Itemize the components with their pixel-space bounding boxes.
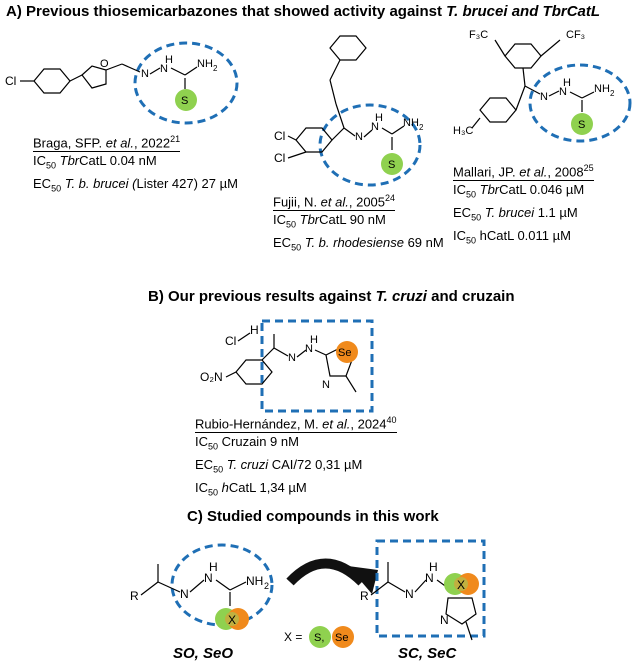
ref-mallari-citation: Mallari, JP. et al., 200825: [453, 160, 594, 182]
svg-text:CF₃: CF₃: [566, 29, 585, 41]
legend-se-circle: [332, 626, 354, 648]
ref-mallari: Mallari, JP. et al., 200825 IC50 TbrCatL…: [453, 160, 594, 249]
ref-braga: Braga, SFP. et al., 202221 IC50 TbrCatL …: [33, 131, 238, 198]
svg-text:2: 2: [264, 581, 269, 591]
sulfur-atom-mallari: [571, 113, 593, 135]
ref-braga-citation: Braga, SFP. et al., 202221: [33, 131, 181, 153]
citation-year: , 2022: [133, 135, 171, 151]
svg-text:N: N: [405, 587, 414, 601]
svg-text:H: H: [563, 77, 571, 89]
sulfur-atom-braga: [175, 89, 197, 111]
section-c-title: C) Studied compounds in this work: [187, 508, 439, 525]
ref-rubio-citation: Rubio-Hernández, M. et al., 202440: [195, 412, 397, 434]
svg-text:S: S: [578, 119, 585, 131]
svg-text:R: R: [130, 589, 139, 603]
selenium-atom-b: [336, 341, 358, 363]
svg-text:Cl: Cl: [225, 334, 236, 348]
svg-text:N: N: [371, 121, 379, 133]
compound-label-so-seo: SO, SeO: [173, 645, 234, 662]
ref-fujii-line1: IC50 TbrCatL 90 nM: [273, 212, 386, 230]
selenazole-motif-box: [260, 319, 374, 413]
ref-mallari-line2: EC50 T. brucei 1.1 µM: [453, 204, 578, 223]
chlorine-atom-braga: Cl: [5, 74, 16, 88]
svg-text:Se: Se: [338, 347, 351, 359]
svg-text:NH: NH: [594, 83, 610, 95]
ref-fujii: Fujii, N. et al., 200524 IC50 TbrCatL 90…: [273, 190, 444, 257]
svg-text:N: N: [559, 86, 567, 98]
svg-text:N: N: [425, 571, 434, 585]
svg-text:N: N: [141, 68, 149, 80]
svg-text:F₃C: F₃C: [469, 29, 488, 41]
svg-text:R: R: [360, 589, 369, 603]
svg-text:NH: NH: [197, 58, 213, 70]
svg-text:N: N: [322, 379, 330, 391]
section-a-title: A) Previous thiosemicarbazones that show…: [6, 3, 600, 20]
citation-etal: et al.: [105, 135, 134, 151]
svg-text:N: N: [204, 571, 213, 585]
citation-text: Braga, SFP.: [33, 135, 106, 151]
citation-ref: 21: [170, 134, 181, 144]
furan-oxygen: O: [100, 58, 109, 70]
svg-text:N: N: [305, 343, 313, 355]
transformation-arrow: [286, 558, 366, 586]
ref-rubio: Rubio-Hernández, M. et al., 202440 IC50 …: [195, 412, 397, 501]
section-a-title-text: A) Previous thiosemicarbazones that show…: [6, 3, 447, 20]
section-a-title-italic: T. brucei and TbrCatL: [446, 3, 601, 20]
ref-mallari-line3: IC50 hCatL 0.011 µM: [453, 227, 571, 246]
ts-motif-ellipse-fujii: [318, 103, 422, 187]
svg-text:X: X: [457, 578, 465, 592]
svg-text:N: N: [440, 613, 449, 627]
svg-text:H: H: [375, 112, 383, 124]
svg-text:S: S: [388, 159, 395, 171]
heterocycle-motif-box: [375, 539, 486, 638]
svg-text:O₂N: O₂N: [200, 370, 223, 384]
svg-text:H: H: [209, 560, 218, 574]
svg-text:N: N: [180, 587, 189, 601]
svg-text:H₃C: H₃C: [453, 125, 473, 137]
svg-text:H: H: [310, 334, 318, 346]
svg-text:X =: X =: [284, 630, 302, 644]
svg-text:N: N: [540, 91, 548, 103]
svg-text:X: X: [228, 613, 236, 627]
sulfur-atom-fujii: [381, 153, 403, 175]
furan-ring-braga: [81, 65, 107, 89]
svg-text:H: H: [165, 54, 173, 66]
ref-braga-line2: EC50 T. b. brucei (Lister 427) 27 µM: [33, 175, 238, 194]
compound-label-sc-sec: SC, SeC: [398, 645, 457, 662]
svg-text:2: 2: [610, 89, 615, 98]
chlorine-atom-fujii-1: Cl: [274, 129, 285, 143]
svg-text:N: N: [288, 352, 296, 364]
nitrophenyl-ring: [235, 359, 273, 385]
svg-text:N: N: [355, 131, 363, 143]
ref-braga-line1: IC50 TbrCatL 0.04 nM: [33, 153, 157, 171]
svg-text:NH: NH: [246, 574, 263, 588]
ts-motif-ellipse-braga: [133, 41, 239, 125]
svg-text:H: H: [429, 560, 438, 574]
ref-fujii-citation: Fujii, N. et al., 200524: [273, 190, 396, 212]
svg-text:2: 2: [419, 123, 424, 132]
ref-rubio-line3: IC50 hCatL 1,34 µM: [195, 479, 307, 498]
chlorine-atom-fujii-2: Cl: [274, 151, 285, 165]
svg-text:Se: Se: [335, 632, 348, 644]
thiazole-selenazole-ring: [445, 597, 477, 625]
svg-text:NH: NH: [403, 117, 419, 129]
svg-text:N: N: [160, 63, 168, 75]
svg-text:S: S: [181, 95, 188, 107]
ref-fujii-line2: EC50 T. b. rhodesiense 69 nM: [273, 234, 444, 253]
section-b-title: B) Our previous results against T. cruzi…: [148, 288, 515, 305]
svg-text:S,: S,: [314, 632, 324, 644]
svg-text:2: 2: [213, 64, 218, 73]
svg-text:H: H: [250, 323, 259, 337]
legend-s-circle: [309, 626, 331, 648]
ts-motif-ellipse-mallari: [528, 63, 632, 143]
ref-rubio-line2: EC50 T. cruzi CAI/72 0,31 µM: [195, 456, 363, 475]
ref-rubio-line1: IC50 Cruzain 9 nM: [195, 434, 299, 452]
ref-mallari-line1: IC50 TbrCatL 0.046 µM: [453, 182, 585, 200]
